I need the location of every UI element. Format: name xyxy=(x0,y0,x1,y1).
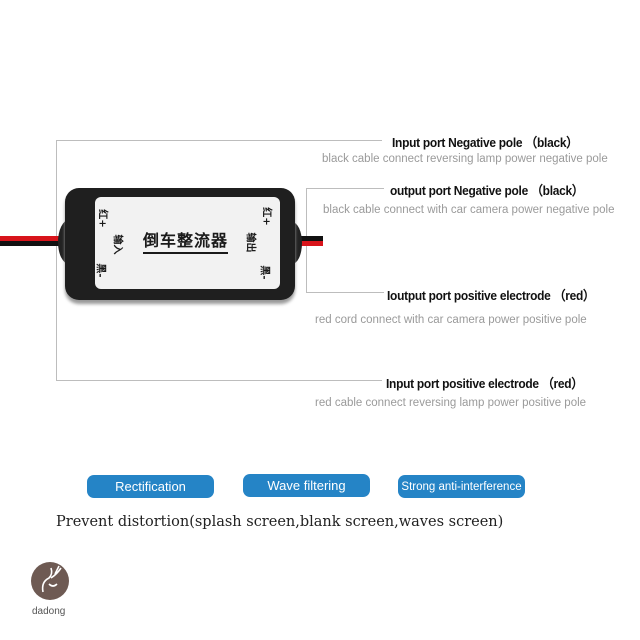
tagline: Prevent distortion(splash screen,blank s… xyxy=(56,514,504,530)
left-bracket-bottom xyxy=(56,380,382,381)
annotation-desc-input-negative: black cable connect reversing lamp power… xyxy=(322,153,608,165)
annotation-title-output-positive: Ioutput port positive electrode （red） xyxy=(387,288,595,303)
left-top-marking: 红+ xyxy=(96,209,108,228)
left-cable xyxy=(0,236,70,246)
left-mid-marking: 输入 xyxy=(111,234,123,255)
annotation-title-input-positive: Input port positive electrode （red） xyxy=(386,376,584,391)
device-label: 红+ 输入 黑- 倒车整流器 红+ 输出 黑- xyxy=(95,197,280,289)
right-bracket-top xyxy=(306,188,384,189)
left-bracket-top xyxy=(56,140,382,141)
annotation-desc-input-positive: red cable connect reversing lamp power p… xyxy=(315,397,587,409)
annotation-title-input-negative: Input port Negative pole （black） xyxy=(392,135,578,150)
brand-logo-icon xyxy=(31,562,69,600)
feature-rectification: Rectification xyxy=(87,475,214,498)
annotation-desc-output-negative: black cable connect with car camera powe… xyxy=(323,204,615,216)
feature-wave-filtering: Wave filtering xyxy=(243,474,370,497)
annotation-title-output-negative: output port Negative pole （black） xyxy=(390,183,584,198)
left-bracket-vertical xyxy=(56,140,57,381)
right-mid-marking: 输出 xyxy=(244,232,256,253)
device-main-label: 倒车整流器 xyxy=(143,227,229,254)
brand-name: dadong xyxy=(32,606,66,617)
right-cable xyxy=(290,236,323,246)
rectifier-device: 红+ 输入 黑- 倒车整流器 红+ 输出 黑- xyxy=(65,188,295,300)
right-top-marking: 红+ xyxy=(260,207,272,226)
left-bottom-marking: 黑- xyxy=(94,263,106,278)
feature-anti-interference: Strong anti-interference xyxy=(398,475,525,498)
right-bottom-marking: 黑- xyxy=(258,265,270,280)
annotation-desc-output-positive: red cord connect with car camera power p… xyxy=(315,314,587,326)
right-bracket-bottom xyxy=(306,292,384,293)
